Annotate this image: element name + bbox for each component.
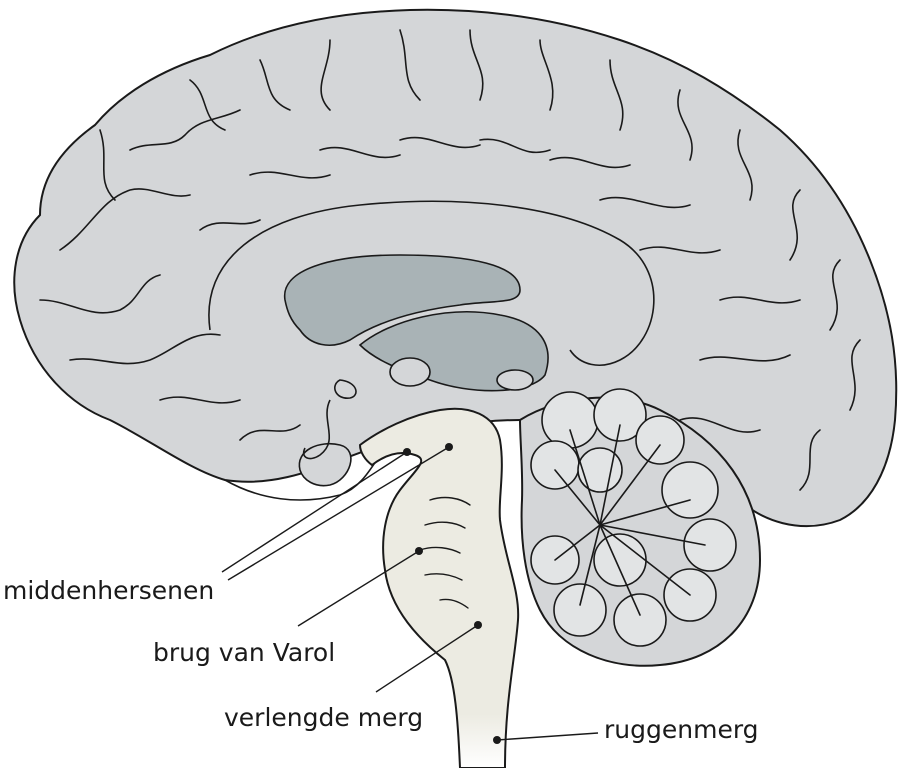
leader-spinal-cord <box>496 732 599 741</box>
leader-midbrain-b <box>227 446 450 581</box>
dot-midbrain-b <box>445 443 453 451</box>
cerebellum-folia <box>530 388 737 647</box>
brainstem <box>358 407 520 768</box>
label-pons: brug van Varol <box>153 638 336 667</box>
leader-pons <box>297 550 420 627</box>
pons-striations <box>419 496 471 609</box>
leader-lines <box>221 446 599 741</box>
label-spinal-cord: ruggenmerg <box>604 715 759 744</box>
cingulate-gyrus <box>208 200 655 366</box>
thalamus <box>389 357 431 387</box>
optic-chiasm <box>334 379 357 399</box>
leader-medulla <box>375 624 479 693</box>
dot-medulla <box>474 621 482 629</box>
cortex-sulci <box>39 29 861 491</box>
pituitary-stalk <box>298 443 352 487</box>
dot-midbrain-a <box>403 448 411 456</box>
marker-dots <box>403 443 501 744</box>
temporal-lobe <box>224 454 381 501</box>
leader-midbrain-a <box>221 451 408 573</box>
lateral-ventricle <box>284 254 521 346</box>
arbor-vitae <box>554 424 706 616</box>
hypothalamus-line <box>302 399 331 460</box>
label-medulla: verlengde merg <box>224 703 424 732</box>
pineal-gland <box>496 369 534 391</box>
dot-pons <box>415 547 423 555</box>
label-midbrain: middenhersenen <box>3 576 215 605</box>
dot-spinal-cord <box>493 736 501 744</box>
